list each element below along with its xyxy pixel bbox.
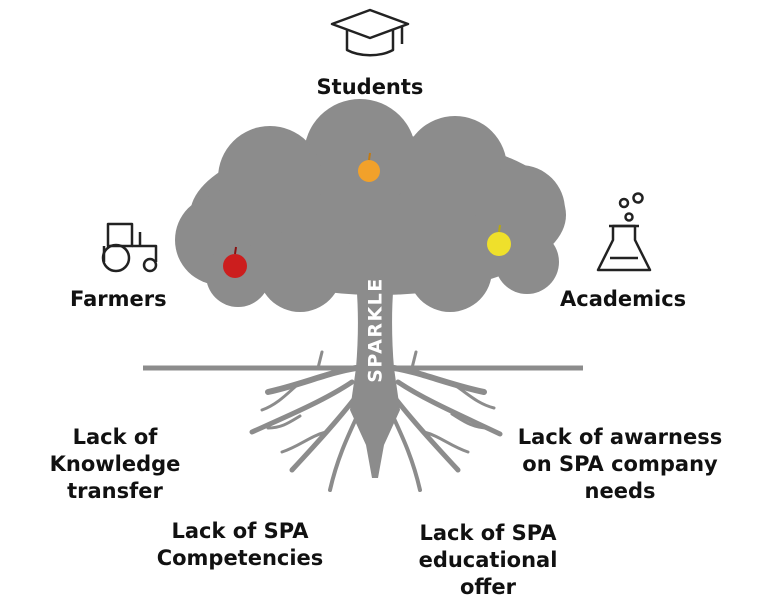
apple-yellow [487, 224, 511, 256]
stakeholder-academics: Academics [560, 287, 687, 311]
tree-crown [175, 99, 566, 312]
graduation-cap-icon [330, 8, 410, 57]
apple-red [223, 246, 247, 278]
tree-roots [249, 350, 503, 492]
root-label-educational-offer: Lack of SPA educational offer [418, 521, 558, 599]
stakeholder-students: Students [316, 75, 424, 99]
tree-trunk [348, 238, 402, 478]
root-label-company-needs: Lack of awarness on SPA company needs [517, 425, 723, 503]
tractor-icon [101, 222, 158, 273]
apple-orange [358, 152, 380, 182]
flask-icon [596, 192, 652, 272]
trunk-label: SPARKLE [365, 277, 387, 383]
stakeholder-farmers: Farmers [70, 287, 167, 311]
root-label-spa-competencies: Lack of SPA Competencies [156, 519, 324, 570]
root-label-knowledge-transfer: Lack of Knowledge transfer [49, 425, 181, 503]
